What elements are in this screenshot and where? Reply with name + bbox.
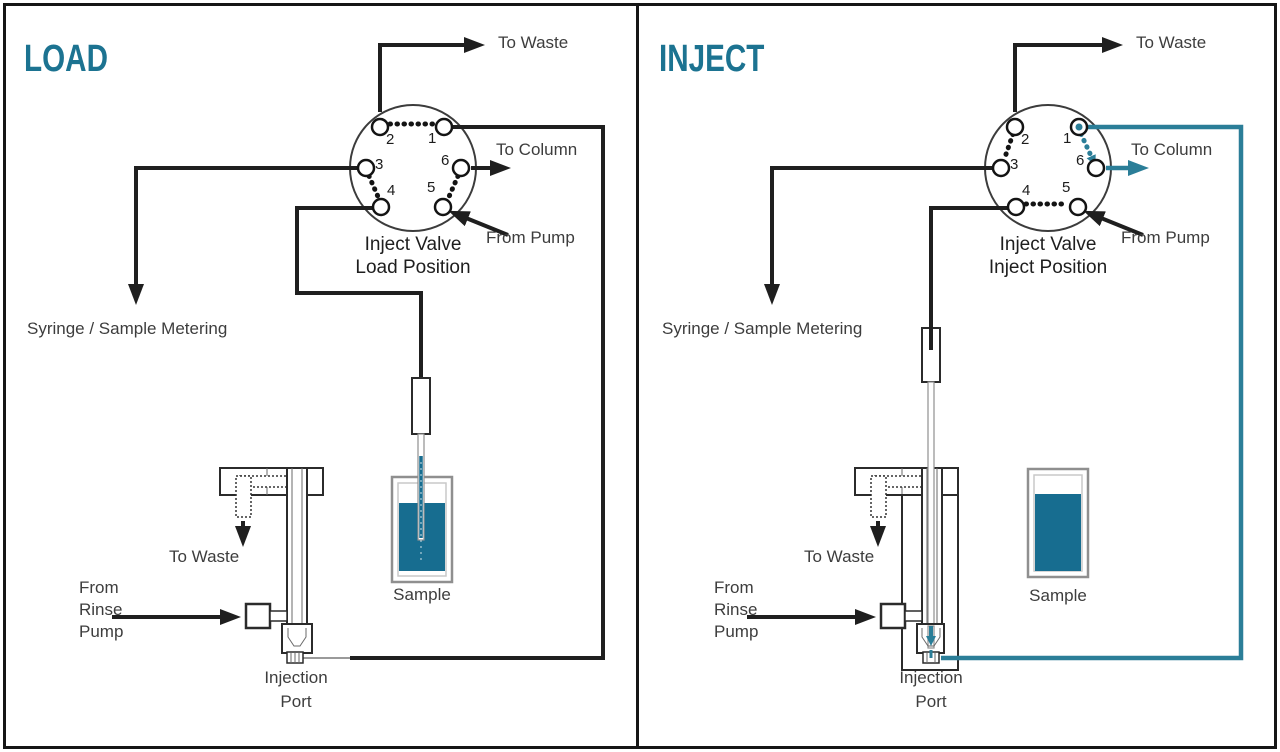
- load-valve-port-3: [356, 158, 376, 178]
- inject-valve-caption-1: Inject Valve: [999, 234, 1097, 255]
- load-diagram: [112, 37, 605, 664]
- load-rinse-label-3: Pump: [79, 622, 124, 641]
- load-sample-line: [295, 206, 423, 386]
- load-rinse-label-1: From: [79, 578, 119, 597]
- load-valve-port-6: [451, 158, 471, 178]
- inject-valve-port-6: [1086, 158, 1106, 178]
- load-needle-barrel: [411, 377, 431, 435]
- inject-to-waste-line: [1013, 37, 1123, 112]
- load-syringe-line: [128, 166, 357, 305]
- inject-valve-port-4: [1006, 197, 1026, 217]
- inject-title: INJECT: [659, 38, 765, 80]
- load-valve-port-2: [370, 117, 390, 137]
- inject-rinse-label-2: Rinse: [714, 600, 758, 619]
- load-rotor-6-5: [445, 173, 461, 202]
- inject-port-waste-label: To Waste: [804, 547, 875, 566]
- inject-from-pump-label: From Pump: [1121, 228, 1210, 247]
- inject-injection-port: [747, 381, 959, 671]
- load-valve-port-1: [434, 117, 454, 137]
- inject-rinse-label-3: Pump: [714, 622, 759, 641]
- load-loop-line: [350, 125, 605, 660]
- inject-port-label-3: 3: [1010, 156, 1019, 173]
- inject-syringe-line: [764, 166, 992, 305]
- inject-syringe-label: Syringe / Sample Metering: [662, 319, 863, 338]
- inject-sample-label: Sample: [1029, 586, 1087, 605]
- inject-diagram: [747, 37, 1244, 671]
- load-to-waste-line: [378, 37, 485, 112]
- load-injection-label-1: Injection: [264, 668, 328, 687]
- inject-port-label-1: 1: [1063, 130, 1072, 147]
- load-rinse-fitting: [244, 602, 272, 630]
- load-from-pump-label: From Pump: [486, 228, 575, 247]
- inject-rinse-label-1: From: [714, 578, 754, 597]
- inject-to-column-label: To Column: [1131, 140, 1213, 159]
- load-sample-label: Sample: [393, 585, 451, 604]
- load-to-waste-label: To Waste: [498, 33, 569, 52]
- inject-port-label-6: 6: [1076, 152, 1085, 169]
- inject-sample-line: [929, 206, 1010, 350]
- load-to-column-label: To Column: [496, 140, 578, 159]
- inject-teal-loop-line: [941, 124, 1244, 661]
- load-valve-port-4: [371, 197, 391, 217]
- inject-valve-caption-2: Inject Position: [988, 257, 1108, 278]
- inject-rinse-fitting: [879, 602, 907, 630]
- inject-rotor-1-6: [1078, 131, 1096, 166]
- load-port-label-4: 4: [387, 182, 396, 199]
- inject-valve-port-5: [1068, 197, 1088, 217]
- load-valve-caption-2: Load Position: [355, 257, 471, 278]
- load-valve-caption-1: Inject Valve: [364, 234, 462, 255]
- load-port-label-3: 3: [375, 156, 384, 173]
- outer-border: [3, 3, 1277, 749]
- inject-valve-port-2: [1005, 117, 1025, 137]
- inject-injection-label-2: Port: [915, 692, 947, 711]
- load-rinse-label-2: Rinse: [79, 600, 123, 619]
- panel-divider: [636, 3, 639, 749]
- load-port-label-6: 6: [441, 152, 450, 169]
- load-valve-port-5: [433, 197, 453, 217]
- load-title: LOAD: [24, 38, 108, 80]
- inject-port-label-4: 4: [1022, 182, 1031, 199]
- load-port-label-5: 5: [427, 179, 436, 196]
- load-injection-port: [112, 467, 324, 664]
- inject-to-waste-label: To Waste: [1136, 33, 1207, 52]
- load-rotor-3-4: [366, 173, 382, 202]
- load-from-pump-arrow: [448, 210, 509, 237]
- inject-injection-label-1: Injection: [899, 668, 963, 687]
- inject-rotor-2-3: [1001, 131, 1016, 163]
- inject-from-pump-arrow: [1083, 210, 1144, 237]
- inject-needle: [927, 381, 935, 649]
- load-syringe-label: Syringe / Sample Metering: [27, 319, 228, 338]
- inject-port-label-2: 2: [1021, 131, 1030, 148]
- inject-port-1-teal-dot: [1075, 123, 1083, 131]
- load-injection-label-2: Port: [280, 692, 312, 711]
- inject-port-label-5: 5: [1062, 179, 1071, 196]
- load-port-waste-label: To Waste: [169, 547, 240, 566]
- load-port-label-1: 1: [428, 130, 437, 147]
- inject-sample-liquid: [1035, 494, 1081, 571]
- load-port-label-2: 2: [386, 131, 395, 148]
- inject-valve-port-3: [991, 158, 1011, 178]
